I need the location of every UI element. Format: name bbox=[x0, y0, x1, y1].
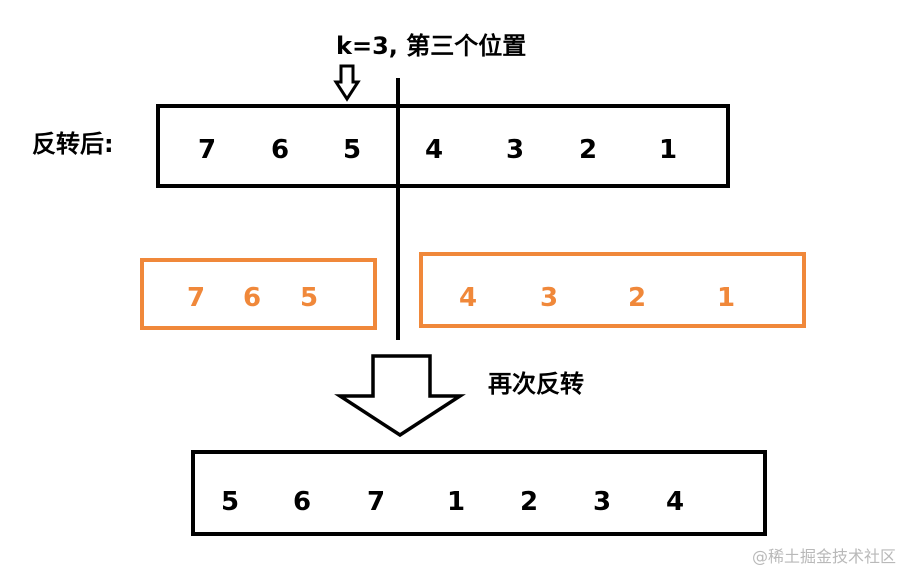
result-cell: 6 bbox=[292, 487, 312, 517]
reversed-cell: 1 bbox=[658, 135, 678, 165]
reversed-cell: 4 bbox=[424, 135, 444, 165]
result-cell: 1 bbox=[446, 487, 466, 517]
big-down-arrow-icon bbox=[334, 354, 466, 438]
step-label: 再次反转 bbox=[488, 370, 584, 398]
reversed-array-box: 7 6 5 4 3 2 1 bbox=[156, 104, 730, 188]
pointer-arrow-icon bbox=[333, 64, 361, 102]
result-cell: 5 bbox=[220, 487, 240, 517]
reversed-cell: 3 bbox=[505, 135, 525, 165]
result-array-box: 5 6 7 1 2 3 4 bbox=[191, 450, 767, 536]
left-segment-cell: 7 bbox=[186, 283, 206, 313]
left-segment-box: 7 6 5 bbox=[140, 258, 377, 330]
left-segment-cell: 5 bbox=[299, 283, 319, 313]
reversed-cell: 7 bbox=[197, 135, 217, 165]
right-segment-box: 4 3 2 1 bbox=[419, 252, 806, 328]
right-segment-cell: 4 bbox=[458, 283, 478, 313]
reversed-row-label: 反转后: bbox=[32, 130, 114, 158]
reversed-cell: 2 bbox=[578, 135, 598, 165]
result-cell: 7 bbox=[366, 487, 386, 517]
right-segment-cell: 1 bbox=[716, 283, 736, 313]
result-cell: 2 bbox=[519, 487, 539, 517]
result-cell: 3 bbox=[592, 487, 612, 517]
reversed-cell: 6 bbox=[270, 135, 290, 165]
right-segment-cell: 3 bbox=[539, 283, 559, 313]
right-segment-cell: 2 bbox=[627, 283, 647, 313]
split-annotation: k=3, 第三个位置 bbox=[336, 32, 527, 60]
watermark: @稀土掘金技术社区 bbox=[751, 547, 896, 566]
reversed-cell: 5 bbox=[342, 135, 362, 165]
left-segment-cell: 6 bbox=[242, 283, 262, 313]
result-cell: 4 bbox=[665, 487, 685, 517]
